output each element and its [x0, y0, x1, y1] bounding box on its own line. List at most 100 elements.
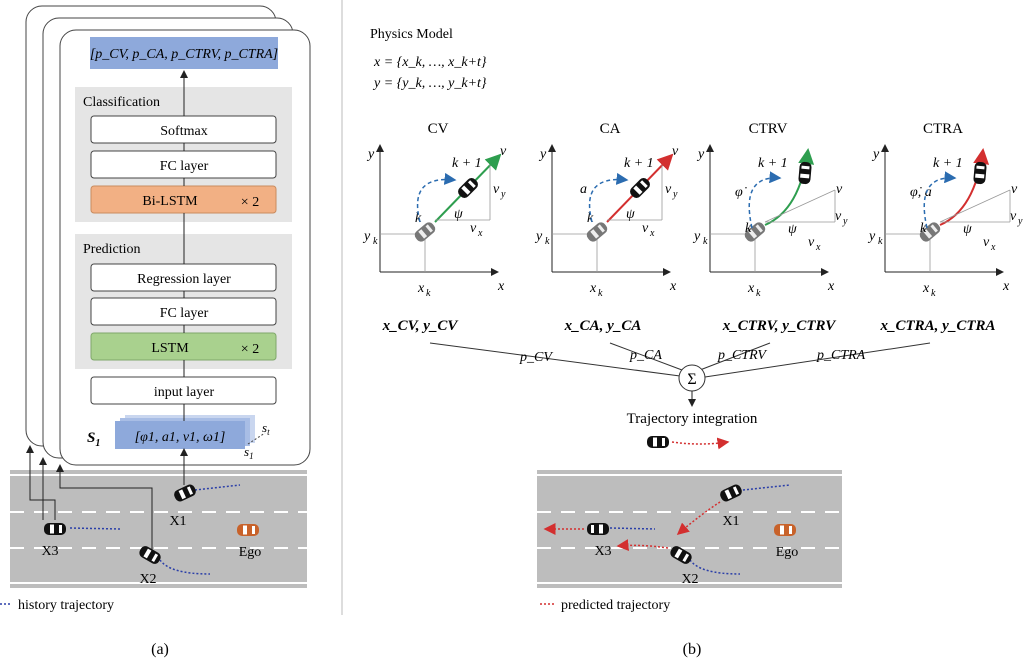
svg-text:k + 1: k + 1: [624, 156, 654, 171]
param-label: φ̇, a: [910, 185, 932, 200]
param-label: φ̇: [735, 185, 747, 200]
car-x3-left: [44, 523, 66, 535]
car-ego-right: [774, 524, 796, 536]
xk-label: x: [589, 281, 597, 296]
svg-text:v: v: [672, 144, 679, 159]
p-ctra-label: p_CTRA: [816, 348, 866, 363]
svg-text:k + 1: k + 1: [933, 156, 963, 171]
x-axis-label: x: [497, 279, 505, 294]
network-column: [p_CV, p_CA, p_CTRV, p_CTRA] Classificat…: [75, 37, 292, 461]
svg-text:v: v: [983, 235, 990, 250]
y-axis-label: y: [538, 147, 547, 162]
svg-text:v: v: [500, 144, 507, 159]
svg-text:k: k: [745, 221, 752, 236]
svg-text:x: x: [990, 242, 996, 253]
yk-label: y: [362, 229, 371, 244]
lstm-repeat: × 2: [241, 342, 259, 357]
svg-text:v: v: [808, 235, 815, 250]
ego-label-right: Ego: [776, 545, 799, 560]
x-axis-label: x: [669, 279, 677, 294]
sum-symbol: Σ: [687, 371, 696, 388]
regression-label: Regression layer: [137, 272, 231, 287]
physics-title: Physics Model: [370, 27, 453, 42]
x-axis-label: x: [827, 279, 835, 294]
svg-text:y: y: [842, 216, 848, 227]
target-car: [798, 161, 812, 185]
ctra-output: x_CTRA, y_CTRA: [879, 318, 995, 334]
svg-text:ψ: ψ: [626, 207, 635, 222]
state-vector-label: [φ1, a1, v1, ω1]: [135, 430, 226, 445]
right-road: X1 X3 X2 Ego: [537, 470, 842, 588]
ctrv-output: x_CTRV, y_CTRV: [722, 318, 838, 334]
svg-text:k: k: [373, 236, 378, 247]
y-axis-label: y: [366, 147, 375, 162]
svg-text:ψ: ψ: [454, 207, 463, 222]
model-title: CV: [428, 121, 449, 137]
left-road: X1 X3 X2 Ego: [10, 445, 307, 588]
y-definition: y = {y_k, …, y_k+t}: [372, 76, 487, 91]
svg-text:v: v: [1010, 209, 1017, 224]
output-vector-label: [p_CV, p_CA, p_CTRV, p_CTRA]: [90, 47, 278, 62]
xk-label: x: [417, 281, 425, 296]
svg-text:k: k: [545, 236, 550, 247]
caption-a: (a): [151, 641, 169, 658]
svg-text:x: x: [477, 228, 483, 239]
svg-text:v: v: [642, 221, 649, 236]
st-label: st: [262, 420, 270, 437]
svg-text:y: y: [672, 189, 678, 200]
svg-text:k: k: [920, 221, 927, 236]
svg-text:k + 1: k + 1: [452, 156, 482, 171]
history-legend: history trajectory: [18, 598, 114, 613]
svg-text:x: x: [815, 242, 821, 253]
svg-text:v: v: [493, 182, 500, 197]
x3-label-right: X3: [594, 544, 611, 559]
yk-label: y: [692, 229, 701, 244]
car-ego-left: [237, 524, 259, 536]
svg-text:k: k: [756, 288, 761, 299]
y-axis-label: y: [696, 147, 705, 162]
ego-label-left: Ego: [239, 545, 262, 560]
p-ca-label: p_CA: [629, 348, 662, 363]
predicted-legend: predicted trajectory: [561, 598, 670, 613]
x1-label-left: X1: [169, 514, 186, 529]
xk-label: x: [922, 281, 930, 296]
s1-label: s1: [244, 444, 254, 461]
svg-text:y: y: [1017, 216, 1023, 227]
svg-text:v: v: [836, 182, 843, 197]
caption-b: (b): [683, 641, 702, 658]
integration-car: [647, 436, 669, 448]
svg-text:a: a: [580, 182, 587, 197]
classification-title: Classification: [83, 95, 160, 110]
svg-text:x: x: [649, 228, 655, 239]
svg-text:k: k: [931, 288, 936, 299]
fc-layer-label-cls: FC layer: [160, 159, 209, 174]
lstm-label: LSTM: [151, 341, 189, 356]
fc-layer-label-pred: FC layer: [160, 306, 209, 321]
svg-text:k: k: [426, 288, 431, 299]
svg-text:v: v: [665, 182, 672, 197]
svg-text:k: k: [703, 236, 708, 247]
p-ctrv-label: p_CTRV: [717, 348, 767, 363]
model-title: CTRA: [923, 121, 963, 137]
svg-text:ψ: ψ: [788, 222, 797, 237]
x1-label-right: X1: [722, 514, 739, 529]
xk-label: x: [747, 281, 755, 296]
svg-text:v: v: [470, 221, 477, 236]
state-vector-box: [115, 421, 245, 449]
yk-label: y: [534, 229, 543, 244]
state-label: S1: [87, 430, 100, 449]
y-axis-label: y: [871, 147, 880, 162]
p-cv-label: p_CV: [519, 350, 553, 365]
output-vector-box: [90, 37, 278, 69]
integration-label: Trajectory integration: [627, 411, 758, 427]
svg-text:y: y: [500, 189, 506, 200]
car-x3-right: [587, 523, 609, 535]
x-definition: x = {x_k, …, x_k+t}: [373, 55, 487, 70]
cv-output: x_CV, y_CV: [382, 318, 460, 334]
softmax-label: Softmax: [160, 124, 207, 139]
svg-text:ψ: ψ: [963, 222, 972, 237]
target-car: [973, 161, 987, 185]
